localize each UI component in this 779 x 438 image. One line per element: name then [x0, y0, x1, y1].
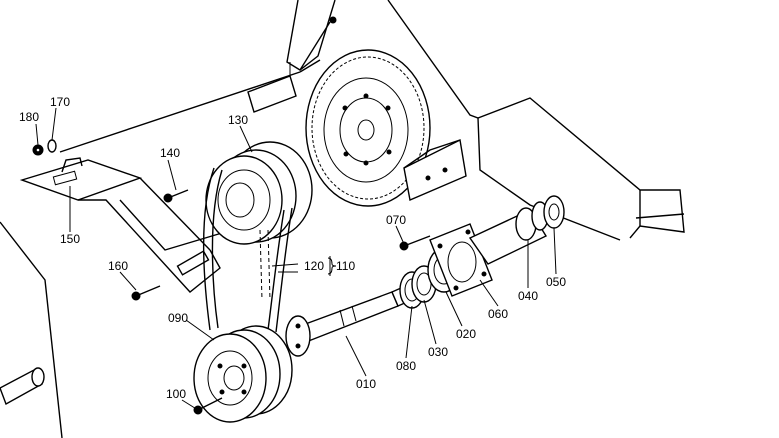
callout-170: 170: [50, 95, 70, 109]
callout-100: 100: [166, 387, 186, 401]
large-sprocket: [305, 49, 431, 207]
bolt-070: [399, 235, 431, 251]
callout-110: 110: [336, 259, 355, 273]
callout-130: 130: [228, 113, 248, 127]
lower-pulley-090: [193, 325, 293, 423]
fasteners: [32, 139, 431, 415]
washer-170: [47, 139, 57, 153]
bolt-160: [131, 285, 161, 301]
input-shaft: [0, 367, 45, 406]
bearing-pair: [515, 195, 565, 241]
callout-020: 020: [456, 327, 476, 341]
drive-chain: [202, 167, 293, 333]
nut-180: [32, 144, 44, 156]
callout-180: 180: [19, 110, 39, 124]
callout-010: 010: [356, 377, 376, 391]
cover-bracket-150: [19, 157, 221, 293]
top-bracket: [247, 16, 337, 113]
callout-080: 080: [396, 359, 416, 373]
bolt-140: [163, 189, 189, 203]
callout-labels: 180 170 140 150 160 130 120 110 090 100 …: [19, 95, 566, 401]
callout-050: 050: [546, 275, 566, 289]
callout-120: 120: [304, 259, 324, 273]
callout-030: 030: [428, 345, 448, 359]
callout-brace: [327, 257, 337, 275]
callout-070: 070: [386, 213, 406, 227]
angle-bracket: [403, 138, 467, 201]
callout-090: 090: [168, 311, 188, 325]
leader-lines: [35, 107, 557, 411]
housing-frame: [0, 0, 685, 438]
callout-150: 150: [60, 232, 80, 246]
callout-060: 060: [488, 307, 508, 321]
callout-040: 040: [518, 289, 538, 303]
upper-pulley-130: [205, 141, 313, 245]
callout-140: 140: [160, 146, 180, 160]
callout-160: 160: [108, 259, 128, 273]
